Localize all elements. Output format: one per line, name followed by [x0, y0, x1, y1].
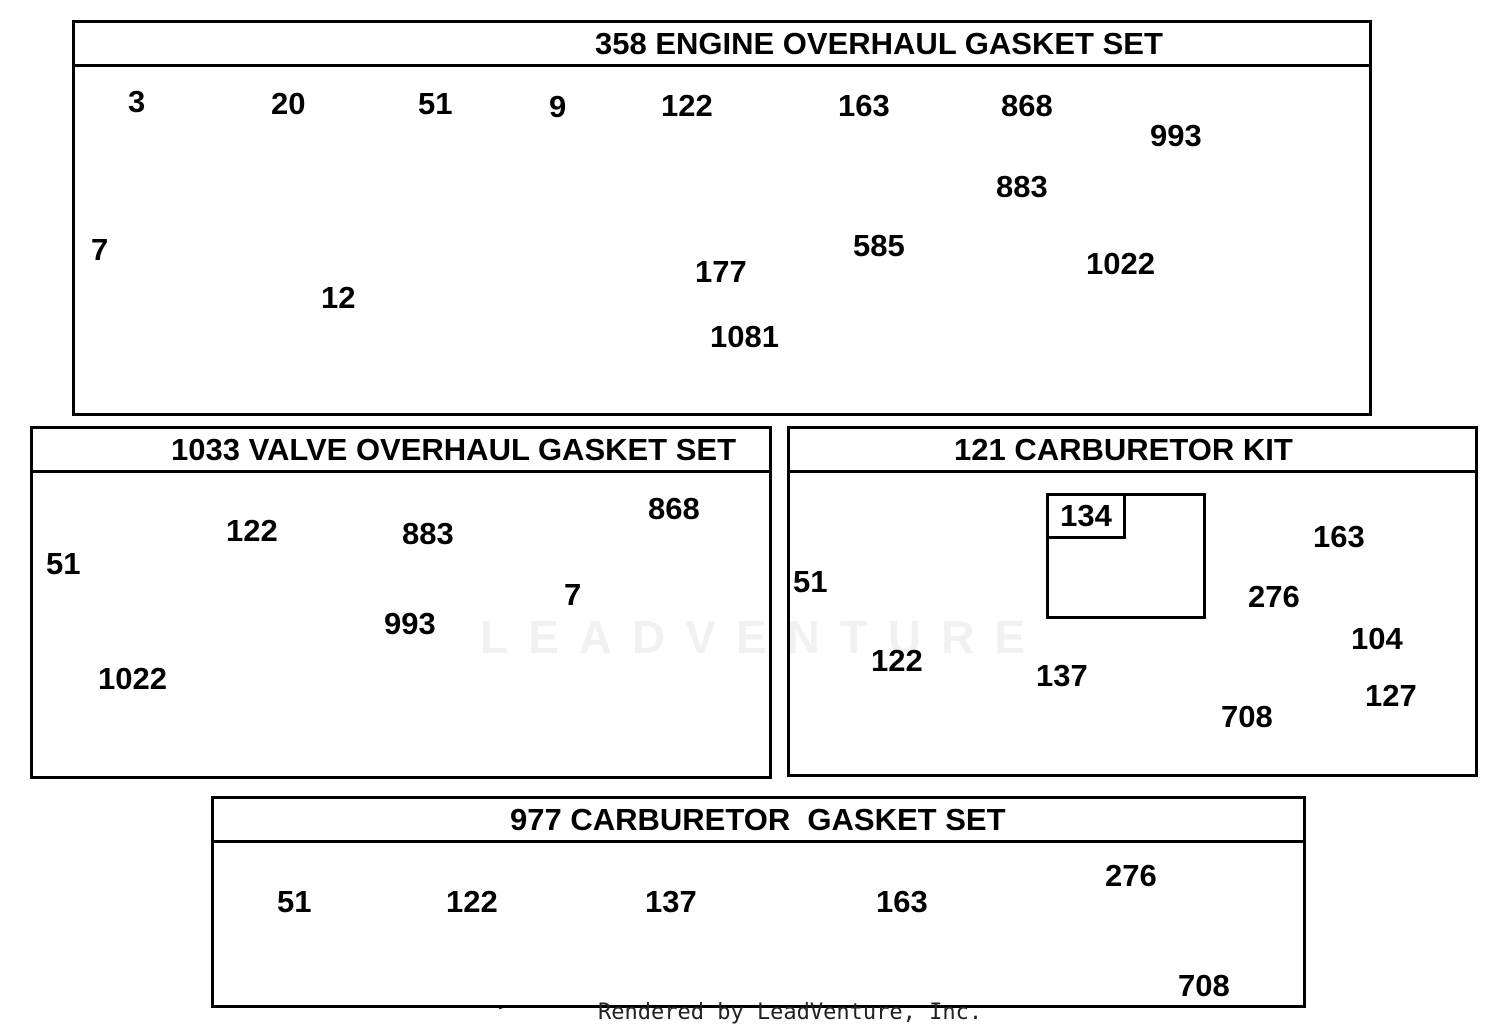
- engine-callout-585[interactable]: 585: [853, 228, 905, 263]
- valve-callout-993[interactable]: 993: [384, 606, 436, 641]
- valve-callout-7[interactable]: 7: [564, 577, 582, 612]
- valve-overhaul-panel: 1033 VALVE OVERHAUL GASKET SET: [30, 426, 772, 779]
- carb-gasket-callout-276[interactable]: 276: [1105, 858, 1157, 893]
- carb-gasket-callout-122[interactable]: 122: [446, 884, 498, 919]
- footer-credit: Rendered by LeadVenture, Inc.: [598, 1000, 983, 1025]
- carburetor-kit-title: 121 CARBURETOR KIT: [790, 429, 1475, 473]
- kit-callout-276[interactable]: 276: [1248, 579, 1300, 614]
- engine-callout-12[interactable]: 12: [321, 280, 356, 315]
- engine-callout-122[interactable]: 122: [661, 88, 713, 123]
- kit-callout-51[interactable]: 51: [793, 564, 828, 599]
- watermark: LEADVENTURE: [480, 611, 1046, 663]
- valve-callout-122[interactable]: 122: [226, 513, 278, 548]
- engine-callout-163[interactable]: 163: [838, 88, 890, 123]
- kit-callout-122[interactable]: 122: [871, 643, 923, 678]
- kit-callout-708[interactable]: 708: [1221, 699, 1273, 734]
- carb-gasket-callout-137[interactable]: 137: [645, 884, 697, 919]
- part-134-label[interactable]: 134: [1046, 493, 1126, 539]
- carburetor-gasket-panel: 977 CARBURETOR GASKET SET: [211, 796, 1306, 1008]
- carb-gasket-callout-708[interactable]: 708: [1178, 968, 1230, 1003]
- kit-callout-137[interactable]: 137: [1036, 658, 1088, 693]
- carb-gasket-callout-51[interactable]: 51: [277, 884, 312, 919]
- kit-callout-127[interactable]: 127: [1365, 678, 1417, 713]
- valve-overhaul-title: 1033 VALVE OVERHAUL GASKET SET: [33, 429, 769, 473]
- engine-callout-20[interactable]: 20: [271, 86, 306, 121]
- part-134-box: 134: [1046, 493, 1206, 619]
- valve-callout-51[interactable]: 51: [46, 546, 81, 581]
- engine-callout-9[interactable]: 9: [549, 89, 567, 124]
- valve-callout-868[interactable]: 868: [648, 491, 700, 526]
- carburetor-gasket-title: 977 CARBURETOR GASKET SET: [214, 799, 1303, 843]
- carb-gasket-callout-163[interactable]: 163: [876, 884, 928, 919]
- engine-overhaul-title: 358 ENGINE OVERHAUL GASKET SET: [75, 23, 1369, 67]
- kit-callout-163[interactable]: 163: [1313, 519, 1365, 554]
- valve-callout-1022[interactable]: 1022: [98, 661, 167, 696]
- engine-callout-883[interactable]: 883: [996, 169, 1048, 204]
- engine-callout-3[interactable]: 3: [128, 84, 146, 119]
- valve-callout-883[interactable]: 883: [402, 516, 454, 551]
- engine-callout-993[interactable]: 993: [1150, 118, 1202, 153]
- kit-callout-104[interactable]: 104: [1351, 621, 1403, 656]
- engine-callout-7[interactable]: 7: [91, 232, 109, 267]
- engine-overhaul-panel: 358 ENGINE OVERHAUL GASKET SET: [72, 20, 1372, 416]
- engine-callout-51[interactable]: 51: [418, 86, 453, 121]
- carburetor-kit-panel: 121 CARBURETOR KIT: [787, 426, 1478, 777]
- engine-callout-868[interactable]: 868: [1001, 88, 1053, 123]
- engine-callout-1081[interactable]: 1081: [710, 319, 779, 354]
- engine-callout-177[interactable]: 177: [695, 254, 747, 289]
- engine-callout-1022[interactable]: 1022: [1086, 246, 1155, 281]
